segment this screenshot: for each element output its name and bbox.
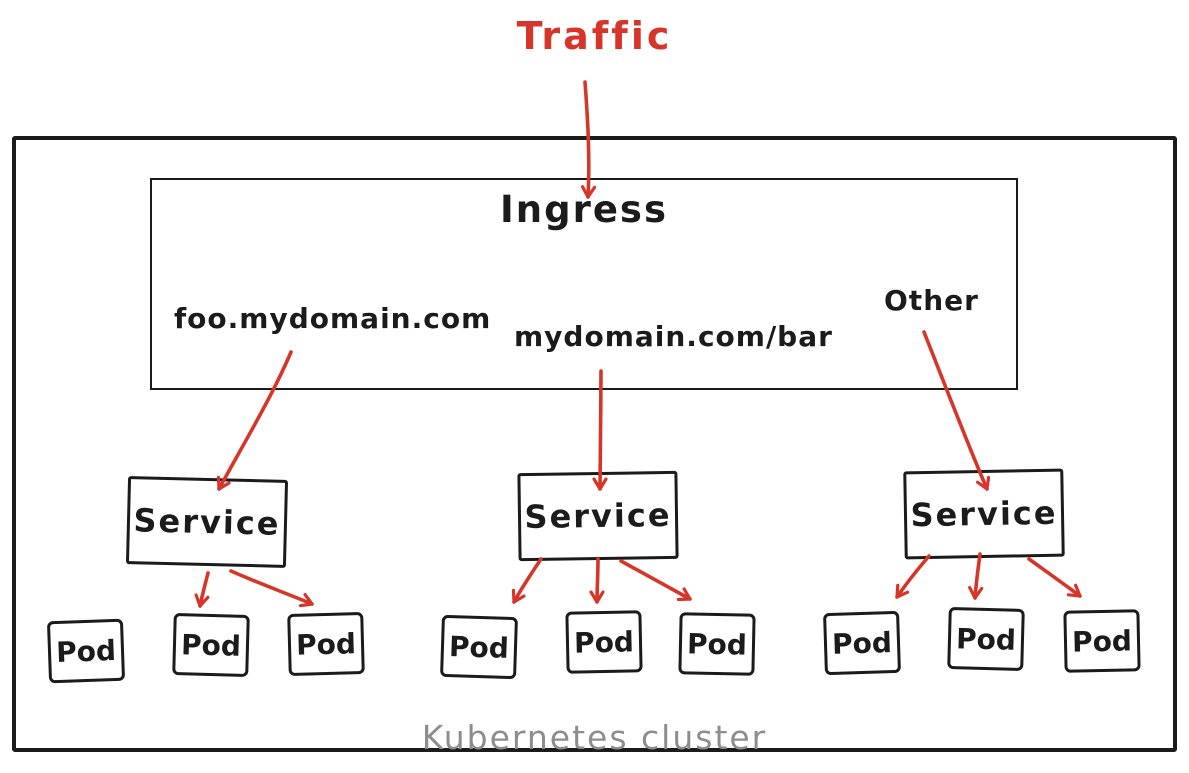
service-box-2: Service (517, 470, 679, 562)
pod-box-2-1: Pod (440, 614, 518, 680)
ingress-rule-other: Other (884, 284, 979, 317)
ingress-rule-mydomain-bar: mydomain.com/bar (514, 320, 833, 353)
pod-box-1-3: Pod (287, 612, 365, 676)
pod-box-2-3: Pod (678, 612, 756, 676)
service-box-3: Service (903, 468, 1065, 560)
traffic-label: Traffic (516, 14, 673, 58)
pod-box-2-2: Pod (565, 610, 643, 674)
pod-box-3-3: Pod (1063, 609, 1141, 673)
service-box-1: Service (125, 476, 289, 568)
ingress-title: Ingress (500, 188, 668, 231)
pod-box-3-2: Pod (947, 607, 1025, 671)
pod-box-3-1: Pod (823, 610, 901, 676)
pod-box-1-1: Pod (46, 618, 126, 684)
ingress-box: Ingress foo.mydomain.com mydomain.com/ba… (150, 178, 1018, 390)
pod-box-1-2: Pod (172, 613, 250, 677)
ingress-rule-foo-mydomain: foo.mydomain.com (174, 302, 492, 335)
cluster-label: Kubernetes cluster (421, 718, 768, 757)
cluster-boundary-box (12, 136, 1177, 752)
